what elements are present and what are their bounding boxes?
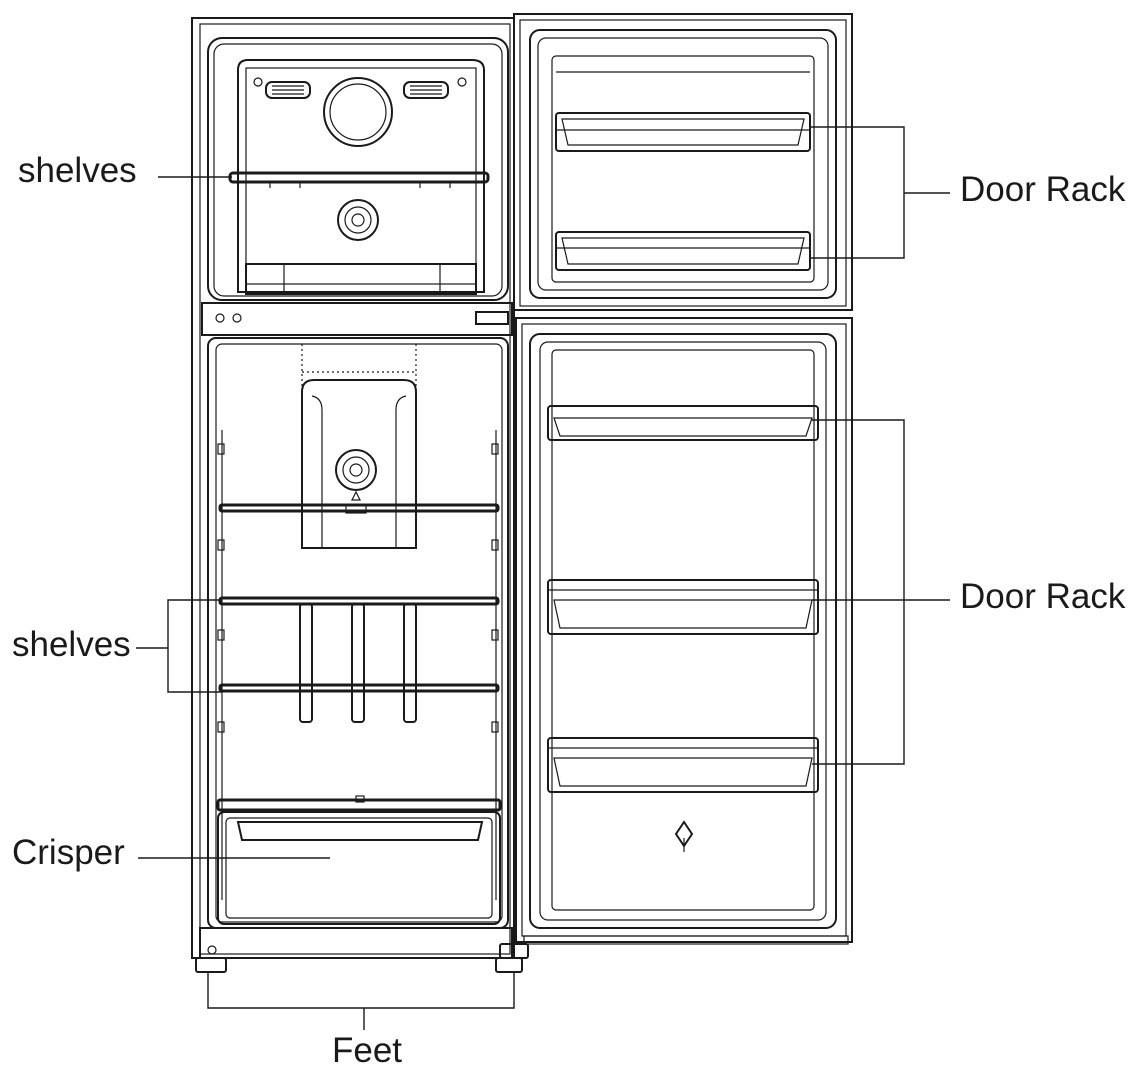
freezer-compartment	[207, 37, 509, 301]
fridge-door	[515, 317, 853, 945]
leader-lines	[136, 126, 950, 1030]
crisper-label: Crisper	[12, 833, 125, 872]
freezer-shelves-label: shelves	[18, 151, 137, 190]
fridge-door-rack-label: Door Rack	[960, 577, 1126, 616]
fridge-shelves-label: shelves	[12, 625, 131, 664]
fridge-compartment	[207, 337, 509, 929]
cabinet	[191, 17, 515, 959]
feet-label: Feet	[332, 1031, 403, 1070]
freezer-door-rack-label: Door Rack	[960, 170, 1126, 209]
freezer-door	[513, 13, 853, 311]
feet-drawing	[195, 943, 529, 973]
